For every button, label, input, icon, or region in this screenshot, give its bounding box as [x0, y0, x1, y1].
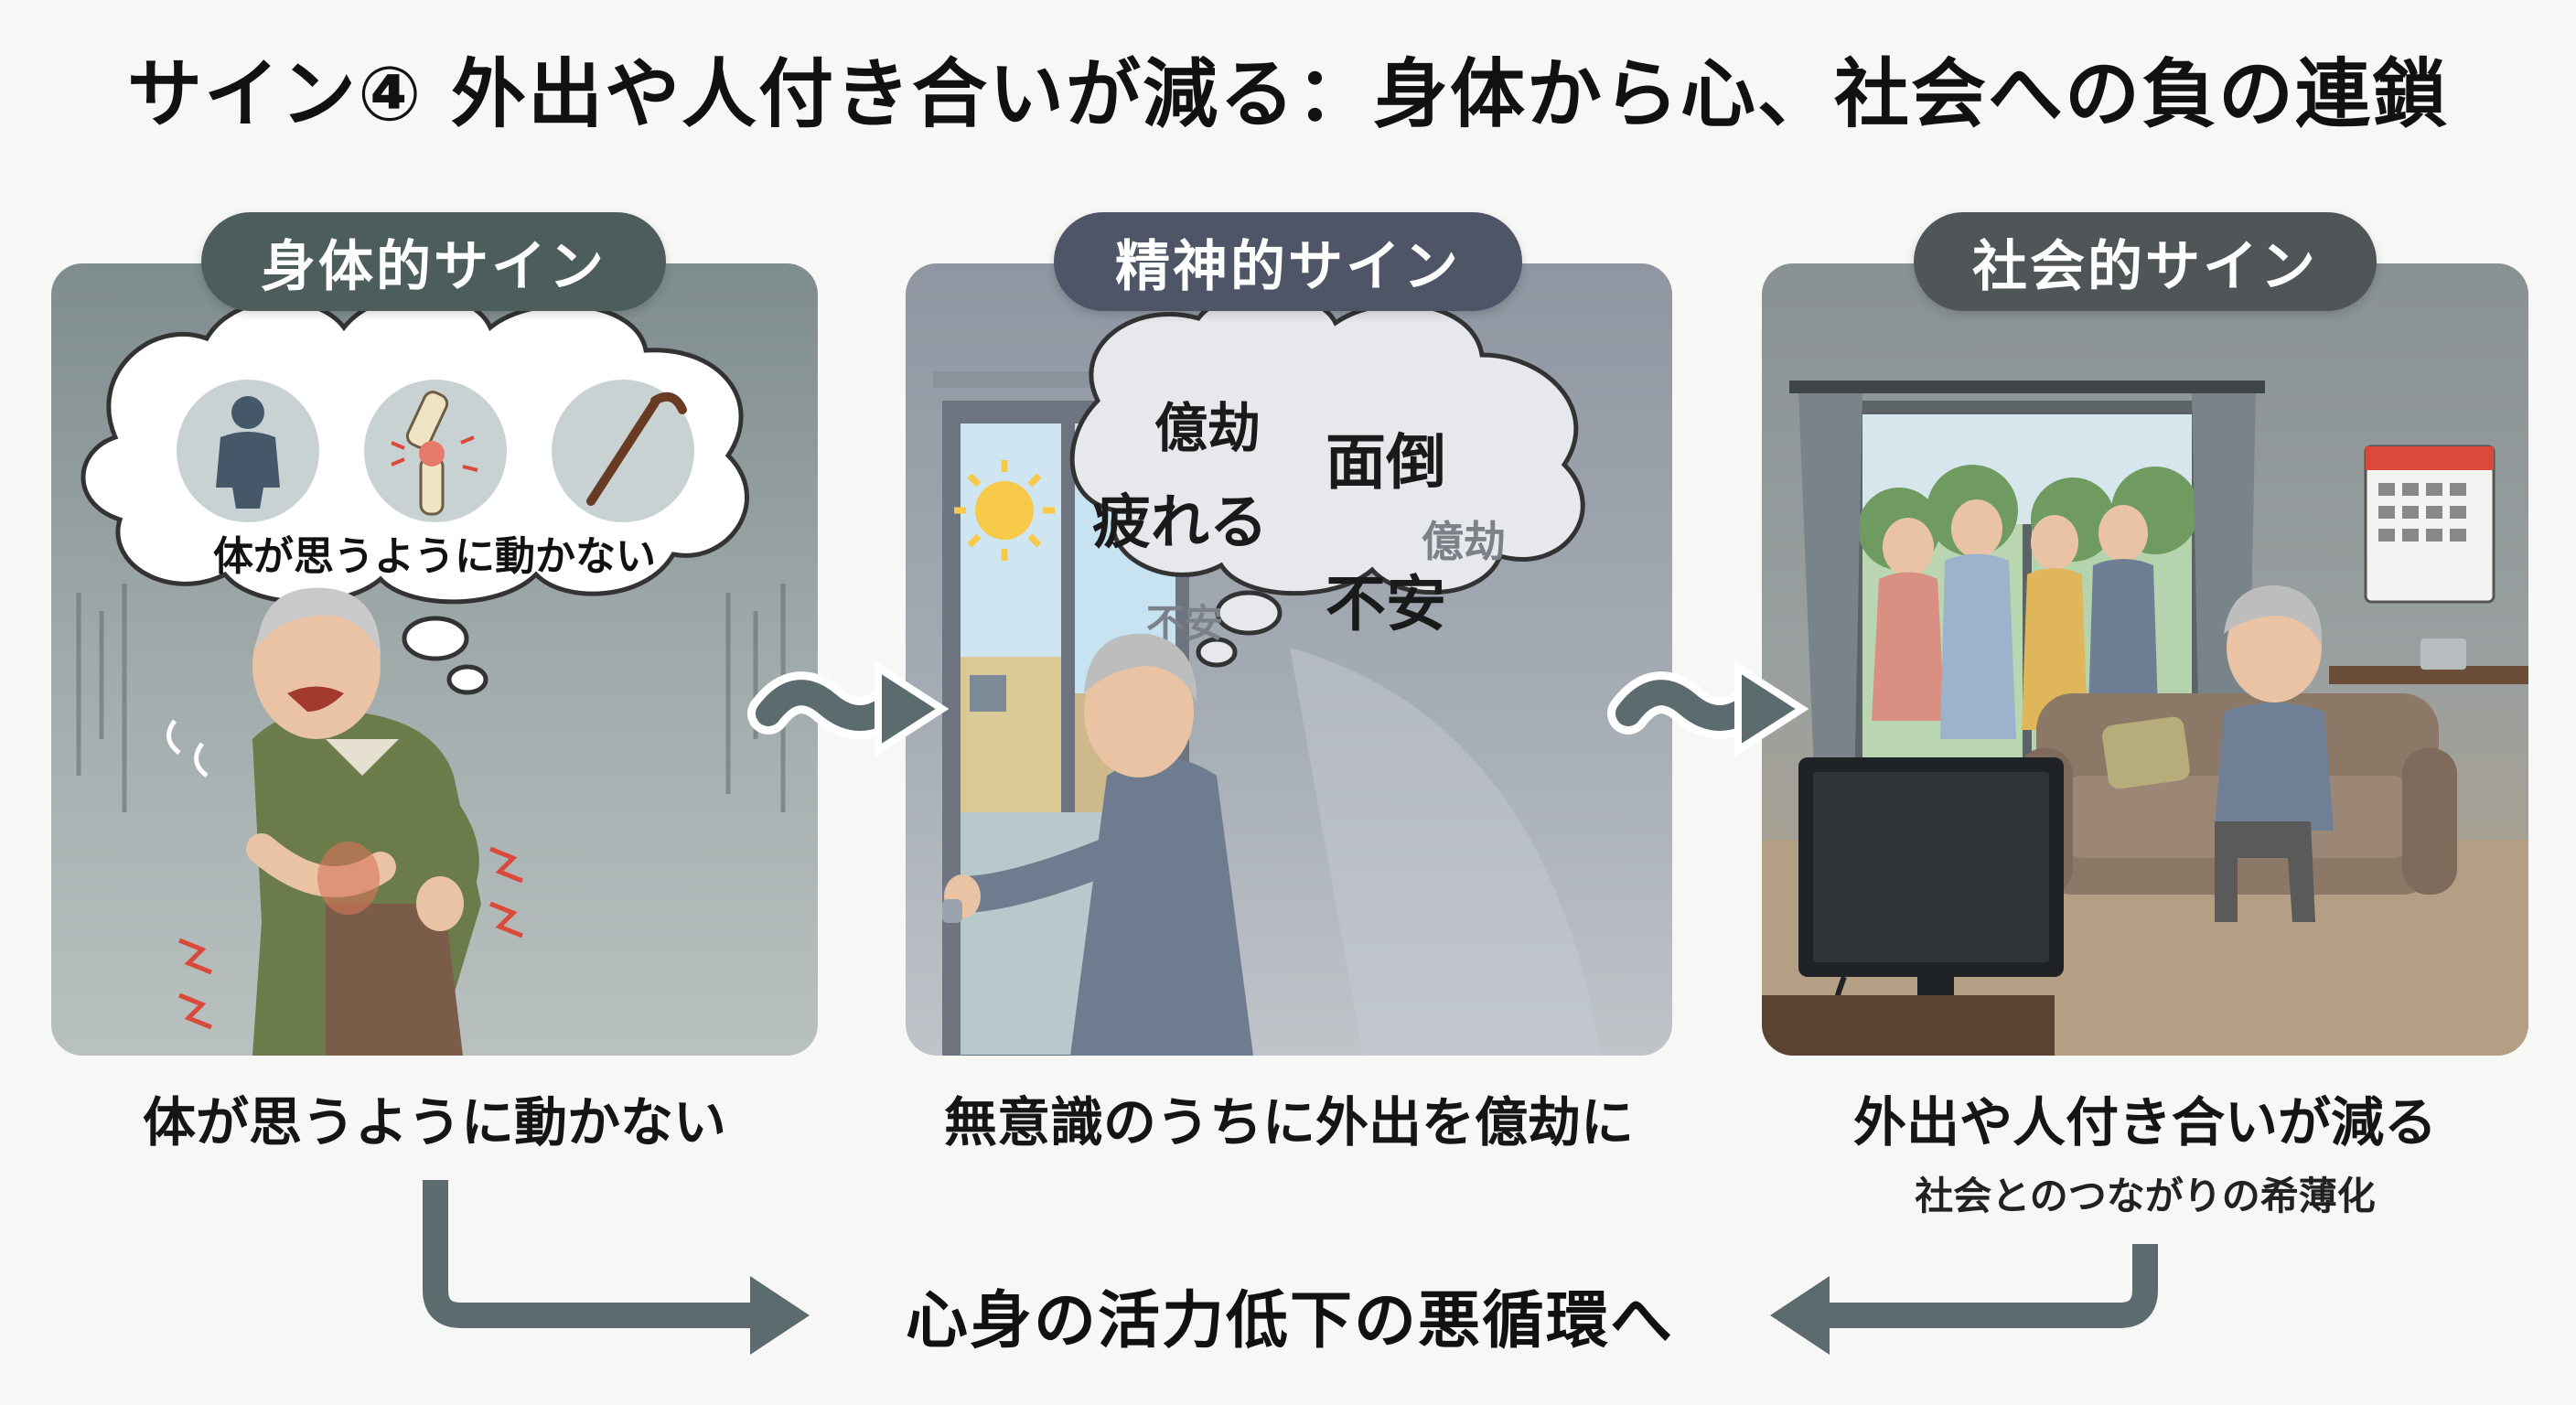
arrow-physical-to-cycle: [423, 1180, 810, 1355]
page-title: サイン④ 外出や人付き合いが減る：身体から心、社会への負の連鎖: [127, 51, 2449, 138]
worry-word-1: 億劫: [1154, 397, 1261, 459]
social-sign-panel: [1762, 263, 2528, 1056]
elderly-person-alone: [2215, 585, 2334, 922]
mental-sign-label: 精神的サイン: [1054, 212, 1522, 311]
sun-icon: [954, 460, 1055, 561]
arrow-mental-to-social: [1607, 660, 1809, 757]
elderly-person-at-door: [942, 633, 1253, 1056]
elderly-man-back-pain: [166, 587, 523, 1056]
physical-sign-illustration: 体が思うように動かない: [76, 292, 786, 1056]
social-caption: 外出や人付き合いが減る: [1852, 1091, 2437, 1153]
social-subcaption: 社会とのつながりの希薄化: [1915, 1174, 2376, 1218]
wall-calendar-icon: [2364, 445, 2496, 604]
worry-word-4: 億劫: [1422, 517, 1506, 566]
physical-caption: 体が思うように動かない: [142, 1091, 726, 1153]
knee-joint-pain-icon: [364, 380, 507, 522]
physical-sign-panel: 体が思うように動かない: [51, 263, 818, 1056]
arrow-social-to-cycle: [1770, 1244, 2158, 1355]
body-silhouette-icon: [177, 380, 319, 522]
worry-word-2: 面倒: [1326, 427, 1446, 498]
arrow-physical-to-mental: [747, 660, 950, 757]
physical-bubble-text: 体が思うように動かない: [213, 533, 656, 580]
mental-caption: 無意識のうちに外出を億劫に: [943, 1091, 1634, 1153]
vicious-cycle-text: 心身の活力低下の悪循環へ: [905, 1285, 1674, 1357]
social-sign-illustration: [1762, 381, 2528, 1056]
physical-sign-label: 身体的サイン: [201, 212, 666, 311]
mental-sign-illustration: 億劫 面倒 疲れる 億劫 不安 不安: [933, 291, 1601, 1056]
worry-word-6: 不安: [1326, 569, 1446, 639]
social-sign-label: 社会的サイン: [1914, 212, 2377, 311]
mental-sign-panel: 億劫 面倒 疲れる 億劫 不安 不安: [906, 263, 1672, 1056]
walking-cane-icon: [552, 380, 694, 522]
television: [1798, 757, 2064, 1056]
worry-word-3: 疲れる: [1092, 489, 1268, 557]
